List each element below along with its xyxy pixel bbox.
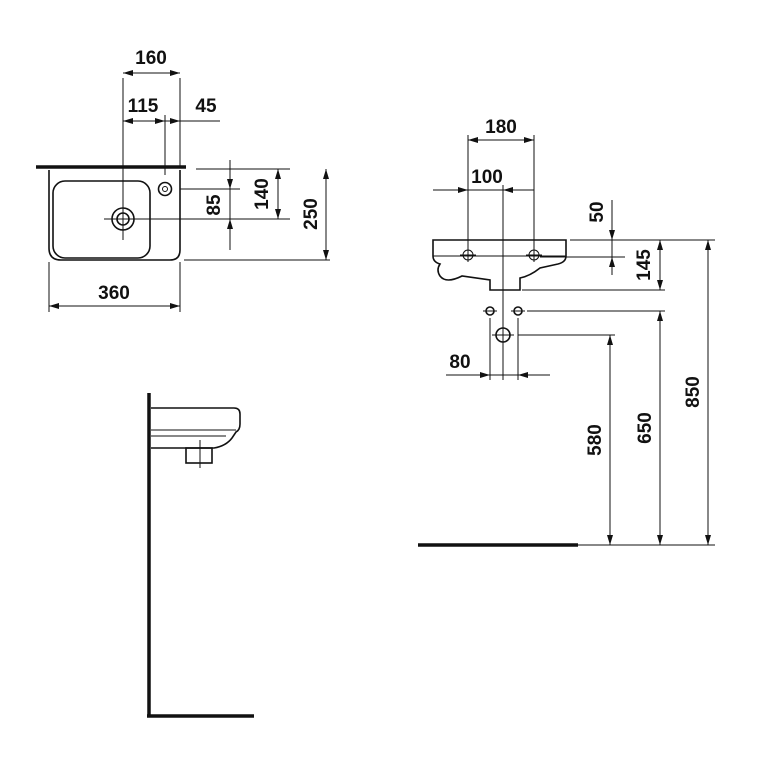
dim-label-85: 85 [204, 194, 225, 216]
dim-label-160: 160 [135, 48, 167, 69]
front-view-basin-outline [432, 239, 567, 291]
dim-label-650: 650 [635, 412, 656, 444]
dim-label-180: 180 [485, 117, 517, 138]
dim-label-580: 580 [585, 424, 606, 456]
dim-label-100: 100 [471, 167, 503, 188]
top-view-basin-outline [48, 170, 181, 261]
dim-label-360: 360 [98, 283, 130, 304]
dim-label-80: 80 [449, 352, 470, 373]
tap-hole-icon [157, 181, 173, 197]
dim-label-140: 140 [252, 178, 273, 210]
front-view: 180 100 50 145 80 [418, 117, 715, 547]
dim-label-50: 50 [587, 201, 608, 222]
dim-label-145: 145 [634, 249, 655, 281]
dim-label-250: 250 [301, 198, 322, 230]
side-view-waste-outlet [185, 447, 213, 464]
top-view: 160 115 45 85 140 250 36 [36, 48, 330, 312]
side-view [147, 393, 254, 718]
dim-label-850: 850 [683, 376, 704, 408]
side-view-basin-outline [151, 407, 241, 449]
dim-label-115: 115 [128, 96, 159, 117]
dim-label-45: 45 [195, 96, 217, 117]
